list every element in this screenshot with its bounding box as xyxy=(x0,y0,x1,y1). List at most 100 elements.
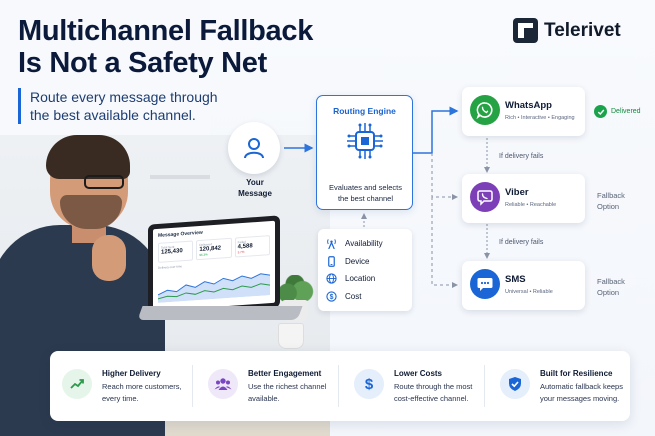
channel-name: Viber xyxy=(505,187,529,198)
note-line: Fallback xyxy=(597,277,625,286)
label-line: Message xyxy=(238,189,272,198)
channel-card-sms: SMS Universal • Reliable xyxy=(462,261,585,310)
subtitle: Route every message through the best ava… xyxy=(18,88,218,124)
laptop-screen: Message Overview Total Sent 125,430 Deli… xyxy=(148,215,280,317)
globe-icon xyxy=(326,273,337,284)
routing-engine-card: Routing Engine Evaluates and selects the… xyxy=(316,95,413,210)
dollar-icon: $ xyxy=(326,291,337,302)
channel-subtitle: Universal • Reliable xyxy=(505,289,553,295)
stat-card: Delivered 120,842 96.3% xyxy=(196,237,232,261)
desc-line: Use the richest channel xyxy=(248,382,327,391)
channel-name: WhatsApp xyxy=(505,100,552,111)
desc-line: Automatic fallback keeps xyxy=(540,382,623,391)
factor-label: Location xyxy=(345,274,376,284)
engine-description: Evaluates and selects the best channel xyxy=(321,182,410,204)
desc-line: cost-effective channel. xyxy=(394,394,469,403)
coffee-mug xyxy=(278,323,304,349)
benefit-description: Automatic fallback keeps your messages m… xyxy=(540,381,623,405)
channel-subtitle: Rich • Interactive • Engaging xyxy=(505,115,575,121)
logo-text: Telerivet xyxy=(544,19,621,41)
dashboard: Message Overview Total Sent 125,430 Deli… xyxy=(153,220,275,312)
desc-line: Reach more customers, xyxy=(102,382,182,391)
your-message-node xyxy=(228,122,280,174)
factor-device: Device xyxy=(326,253,404,271)
chart-line-secondary xyxy=(157,283,271,300)
divider xyxy=(192,365,193,407)
stat-value: 125,430 xyxy=(161,248,183,256)
benefit-description: Use the richest channel available. xyxy=(248,381,326,405)
factor-availability: Availability xyxy=(326,235,404,253)
user-icon xyxy=(244,138,264,159)
channel-card-viber: Viber Reliable • Reachable xyxy=(462,174,585,223)
chart-line-primary xyxy=(157,273,271,296)
subtitle-line: the best available channel. xyxy=(30,107,196,123)
users-icon xyxy=(208,369,238,399)
person-hair xyxy=(46,135,130,179)
fallback-option-note: Fallback Option xyxy=(597,276,625,298)
note-line: Option xyxy=(597,288,620,297)
desc-line: your messages moving. xyxy=(540,394,620,403)
glasses xyxy=(84,175,124,189)
delivered-status: Delivered xyxy=(594,105,641,118)
delivery-chart xyxy=(157,273,271,303)
logo-mark-icon xyxy=(513,18,538,43)
desc-line: available. xyxy=(248,394,280,403)
if-delivery-fails-note: If delivery fails xyxy=(499,239,544,246)
chart-area-primary xyxy=(158,273,270,303)
dollar-icon: $ xyxy=(354,369,384,399)
svg-text:$: $ xyxy=(330,294,334,301)
routing-factors-card: Availability Device Location $ Cost xyxy=(318,229,412,311)
benefit-better-engagement: Better Engagement Use the richest channe… xyxy=(196,351,336,421)
trend-up-icon xyxy=(62,369,92,399)
sms-icon xyxy=(470,269,500,299)
shelf xyxy=(150,175,210,179)
phone-icon xyxy=(328,255,335,267)
factor-label: Cost xyxy=(345,291,362,301)
note-line: Fallback xyxy=(597,191,625,200)
desc-line: the best channel xyxy=(337,194,394,203)
whatsapp-icon xyxy=(470,95,500,125)
signal-tower-icon xyxy=(327,239,336,250)
desc-line: Route through the most xyxy=(394,382,473,391)
person-beard xyxy=(60,195,122,229)
benefit-built-for-resilience: Built for Resilience Automatic fallback … xyxy=(488,351,628,421)
benefit-title: Built for Resilience xyxy=(540,369,613,378)
your-message-label: Your Message xyxy=(225,177,285,199)
viber-icon xyxy=(470,182,500,212)
desc-line: Evaluates and selects xyxy=(329,183,402,192)
fallback-option-note: Fallback Option xyxy=(597,190,625,212)
benefit-description: Route through the most cost-effective ch… xyxy=(394,381,472,405)
delivered-label: Delivered xyxy=(611,108,641,115)
laptop-base xyxy=(137,306,303,320)
benefit-lower-costs: $ Lower Costs Route through the most cos… xyxy=(342,351,482,421)
note-line: Option xyxy=(597,202,620,211)
benefit-higher-delivery: Higher Delivery Reach more customers, ev… xyxy=(50,351,190,421)
benefits-bar: Higher Delivery Reach more customers, ev… xyxy=(50,351,630,421)
chip-icon xyxy=(347,123,383,159)
factor-location: Location xyxy=(326,270,404,288)
title-line: Is Not a Safety Net xyxy=(18,47,267,79)
divider xyxy=(484,365,485,407)
factor-label: Device xyxy=(345,256,370,266)
benefit-title: Lower Costs xyxy=(394,369,443,378)
benefit-title: Better Engagement xyxy=(248,369,322,378)
benefit-title: Higher Delivery xyxy=(102,369,161,378)
shield-check-icon xyxy=(500,369,530,399)
person-hand xyxy=(92,235,126,281)
divider xyxy=(338,365,339,407)
benefit-description: Reach more customers, every time. xyxy=(102,381,182,405)
stat-card: Total Sent 125,430 xyxy=(158,240,194,263)
label-line: Your xyxy=(246,178,264,187)
channel-subtitle: Reliable • Reachable xyxy=(505,202,557,208)
svg-text:$: $ xyxy=(365,376,374,392)
factor-label: Availability xyxy=(345,239,383,249)
channel-card-whatsapp: WhatsApp Rich • Interactive • Engaging xyxy=(462,87,585,136)
if-delivery-fails-note: If delivery fails xyxy=(499,153,544,160)
factor-cost: $ Cost xyxy=(326,288,404,306)
desc-line: every time. xyxy=(102,394,139,403)
subtitle-line: Route every message through xyxy=(30,89,218,105)
check-icon xyxy=(594,105,607,118)
page-title: Multichannel Fallback Is Not a Safety Ne… xyxy=(18,15,318,79)
channel-name: SMS xyxy=(505,274,526,285)
telerivet-logo: Telerivet xyxy=(513,18,621,43)
